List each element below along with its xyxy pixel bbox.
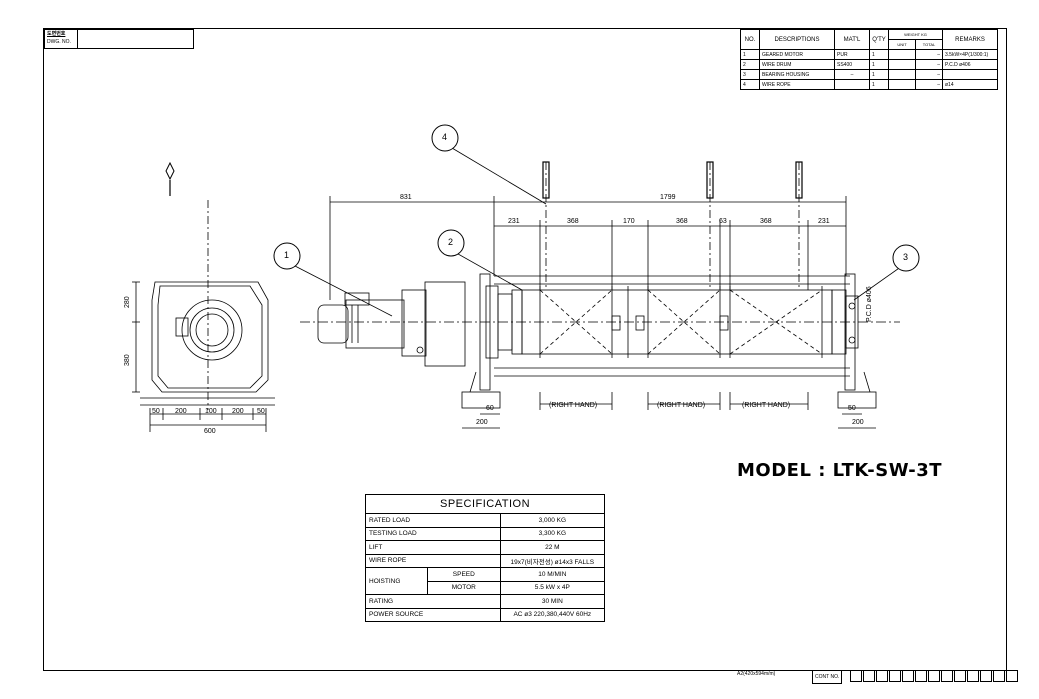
- spec-title-row: SPECIFICATION: [365, 494, 605, 514]
- dim-1799: 1799: [660, 194, 676, 201]
- drawing-frame: [43, 28, 1007, 671]
- balloon-1-label: 1: [284, 250, 290, 260]
- dim-foot-200: 200: [476, 419, 488, 426]
- cont-box: [889, 670, 901, 682]
- spec-label: LIFT: [365, 540, 501, 555]
- bill-of-materials: NO. DESCRIPTIONS MAT'L Q'TY WEIGHT KG RE…: [740, 29, 998, 90]
- spec-hoisting-label: HOISTING: [365, 567, 428, 595]
- dim-drum-2: 368: [567, 218, 579, 225]
- sheet-size: A2(420x594m/m): [737, 671, 776, 677]
- hand-label-1: (RIGHT HAND): [549, 402, 598, 409]
- balloon-4-label: 4: [442, 132, 448, 142]
- dwg-number-block: 도면번호 DWG. NO.: [44, 29, 194, 49]
- spec-motor-label: MOTOR: [427, 580, 501, 595]
- side-dim-50a: 50: [152, 408, 160, 415]
- cont-box: [863, 670, 875, 682]
- cont-box: [915, 670, 927, 682]
- cont-box: [980, 670, 992, 682]
- spec-motor-value: 5.5 kW x 4P: [499, 580, 606, 595]
- dim-drum-1: 231: [508, 218, 520, 225]
- spec-label: RATED LOAD: [365, 513, 501, 528]
- cont-no-label: CONT NO.: [812, 670, 843, 684]
- dim-831: 831: [400, 194, 412, 201]
- side-dim-200a: 200: [175, 408, 187, 415]
- cont-box: [1006, 670, 1018, 682]
- cont-box: [902, 670, 914, 682]
- bom-row: 4 WIRE ROPE 1 – ø14: [740, 79, 998, 90]
- dim-foot-50: 50: [848, 405, 856, 412]
- side-dim-100: 100: [205, 408, 217, 415]
- hand-label-3: (RIGHT HAND): [742, 402, 791, 409]
- dim-foot-60: 60: [486, 405, 494, 412]
- spec-label: TESTING LOAD: [365, 526, 501, 541]
- cont-box: [941, 670, 953, 682]
- hand-label-2: (RIGHT HAND): [657, 402, 706, 409]
- side-view: [132, 161, 275, 432]
- dim-drum-3: 170: [623, 218, 635, 225]
- front-view: [294, 147, 903, 429]
- cont-box: [928, 670, 940, 682]
- spec-value: 3,300 KG: [499, 526, 606, 541]
- dim-drum-7: 231: [818, 218, 830, 225]
- side-dim-280: 280: [124, 296, 131, 308]
- cont-box: [850, 670, 862, 682]
- side-dim-600: 600: [204, 428, 216, 435]
- side-dim-380: 380: [124, 354, 131, 366]
- spec-label: POWER SOURCE: [365, 607, 501, 622]
- cont-box: [876, 670, 888, 682]
- spec-label: WIRE ROPE: [365, 553, 501, 568]
- dim-drum-5: 63: [719, 218, 727, 225]
- spec-value: 19x7(비자전성) ø14x3 FALLS: [499, 553, 606, 568]
- dim-foot-200b: 200: [852, 419, 864, 426]
- cont-box: [954, 670, 966, 682]
- cont-box: [993, 670, 1005, 682]
- dim-drum-4: 368: [676, 218, 688, 225]
- side-dim-50b: 50: [257, 408, 265, 415]
- cont-no-boxes: [850, 670, 1019, 682]
- model-title: MODEL : LTK-SW-3T: [737, 460, 943, 481]
- spec-value: 3,000 KG: [499, 513, 606, 528]
- spec-speed-label: SPEED: [427, 567, 501, 582]
- spec-speed-value: 10 M/MIN: [499, 567, 606, 582]
- balloon-2-label: 2: [448, 237, 454, 247]
- dwg-label-kr: 도면번호: [47, 31, 66, 37]
- spec-value: AC ø3 220,380,440V 60Hz: [499, 607, 606, 622]
- spec-value: 22 M: [499, 540, 606, 555]
- bom-remarks: ø14: [942, 79, 998, 90]
- spec-row: HOISTING SPEED 10 M/MIN: [365, 567, 606, 595]
- balloons: [273, 124, 920, 272]
- spec-value: 30 MIN: [499, 594, 606, 609]
- pcd-label: P.C.D ø406: [866, 286, 873, 322]
- cont-box: [967, 670, 979, 682]
- dwg-label-cell: 도면번호 DWG. NO.: [45, 30, 78, 48]
- side-dim-200b: 200: [232, 408, 244, 415]
- spec-label: RATING: [365, 594, 501, 609]
- spec-title: SPECIFICATION: [365, 494, 605, 514]
- dim-drum-6: 368: [760, 218, 772, 225]
- balloon-3-label: 3: [903, 252, 909, 262]
- dwg-label-en: DWG. NO.: [47, 39, 71, 45]
